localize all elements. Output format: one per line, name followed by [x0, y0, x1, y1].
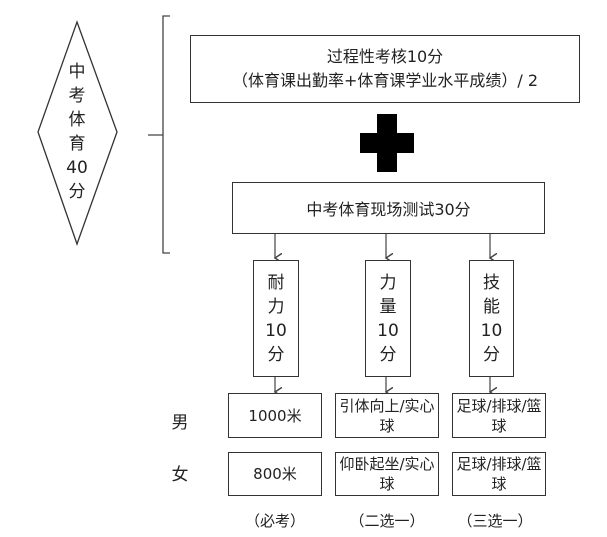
- male-skill-cell: 足球/排球/篮球: [452, 393, 546, 438]
- category-char: 10: [377, 320, 399, 341]
- note-choose-one-of-two: （二选一）: [349, 512, 425, 530]
- category-char: 10: [265, 320, 287, 341]
- bracket: [148, 15, 170, 254]
- category-char: 10: [480, 320, 503, 341]
- process-assessment-box: 过程性考核10分 （体育课出勤率+体育课学业水平成绩）/ 2: [190, 35, 580, 103]
- category-skill: 技能 10 分: [469, 260, 514, 377]
- male-endurance-cell: 1000米: [228, 393, 322, 438]
- note-required: （必考）: [244, 512, 305, 530]
- category-char: 力: [379, 272, 397, 293]
- total-char: 分: [68, 182, 86, 202]
- arrows: [275, 234, 490, 392]
- total-char: 40: [66, 158, 88, 178]
- total-diamond: [37, 20, 118, 246]
- total-score-label: 中 考 体 育 40 分: [57, 60, 97, 204]
- total-char: 中: [68, 62, 86, 82]
- total-char: 考: [68, 86, 86, 106]
- female-endurance-cell: 800米: [228, 452, 322, 496]
- category-char: 能: [483, 296, 500, 317]
- total-char: 体: [68, 110, 86, 130]
- category-char: 分: [379, 344, 397, 365]
- female-strength-cell: 仰卧起坐/实心球: [335, 452, 439, 496]
- onsite-title: 中考体育现场测试30分: [306, 200, 471, 219]
- category-char: 耐: [267, 272, 285, 293]
- category-char: 力: [267, 296, 285, 317]
- male-strength-cell: 引体向上/实心球: [335, 393, 439, 438]
- category-char: 技: [483, 272, 500, 293]
- category-char: 分: [483, 344, 500, 365]
- category-endurance: 耐力 10 分: [253, 260, 299, 377]
- category-strength: 力量 10 分: [365, 260, 411, 377]
- total-char: 育: [68, 134, 86, 154]
- onsite-test-box: 中考体育现场测试30分: [232, 182, 545, 234]
- note-choose-one-of-three: （三选一）: [457, 512, 533, 530]
- plus-icon: [360, 114, 414, 172]
- category-char: 分: [267, 344, 285, 365]
- row-label-male: 男: [171, 413, 189, 433]
- process-title: 过程性考核10分: [326, 47, 444, 66]
- category-char: 量: [379, 296, 397, 317]
- female-skill-cell: 足球/排球/篮球: [452, 452, 546, 496]
- process-formula: （体育课出勤率+体育课学业水平成绩）/ 2: [231, 71, 539, 90]
- row-label-female: 女: [171, 465, 189, 485]
